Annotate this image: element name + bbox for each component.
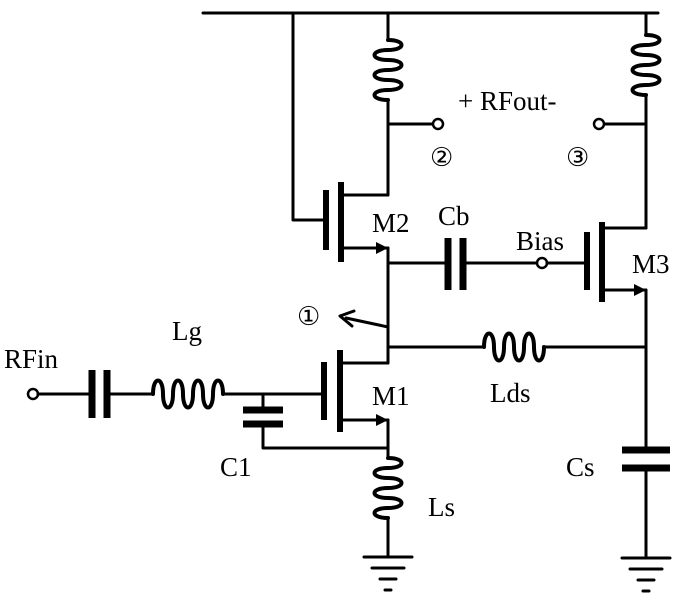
label-lg: Lg: [172, 316, 202, 346]
ground-icon: [620, 556, 672, 593]
lds-inductor: [386, 331, 648, 363]
m3-load-inductor: [630, 11, 662, 230]
c1-capacitor: [243, 392, 390, 450]
label-m1: M1: [372, 381, 410, 411]
label-rfout: + RFout-: [458, 86, 557, 116]
m2-gate-wire: [291, 11, 327, 222]
m2-transistor: [323, 182, 390, 262]
node2-terminal[interactable]: [431, 117, 445, 131]
node1-arrow: [338, 309, 390, 329]
label-lds: Lds: [490, 378, 531, 408]
m3-transistor: [584, 222, 648, 302]
m1-transistor: [321, 350, 390, 432]
ground-icon: [362, 555, 414, 592]
label-rfin: RFin: [4, 344, 59, 374]
label-ls: Ls: [428, 492, 455, 522]
label-cs: Cs: [566, 452, 595, 482]
label-node3: ③: [566, 143, 589, 173]
label-m3: M3: [632, 249, 670, 279]
label-c1: C1: [220, 452, 252, 482]
label-node2: ②: [430, 143, 453, 173]
ls-inductor: [372, 456, 404, 557]
m2-load-inductor: [372, 11, 404, 197]
label-cb: Cb: [438, 201, 470, 231]
input-dc-block-capacitor: [36, 370, 155, 418]
node3-terminal[interactable]: [592, 117, 606, 131]
lg-inductor: [151, 378, 324, 410]
cb-capacitor: [386, 238, 539, 290]
label-m2: M2: [372, 208, 410, 238]
label-node1: ①: [297, 302, 320, 332]
cs-capacitor: [622, 446, 670, 558]
label-bias: Bias: [516, 226, 564, 256]
